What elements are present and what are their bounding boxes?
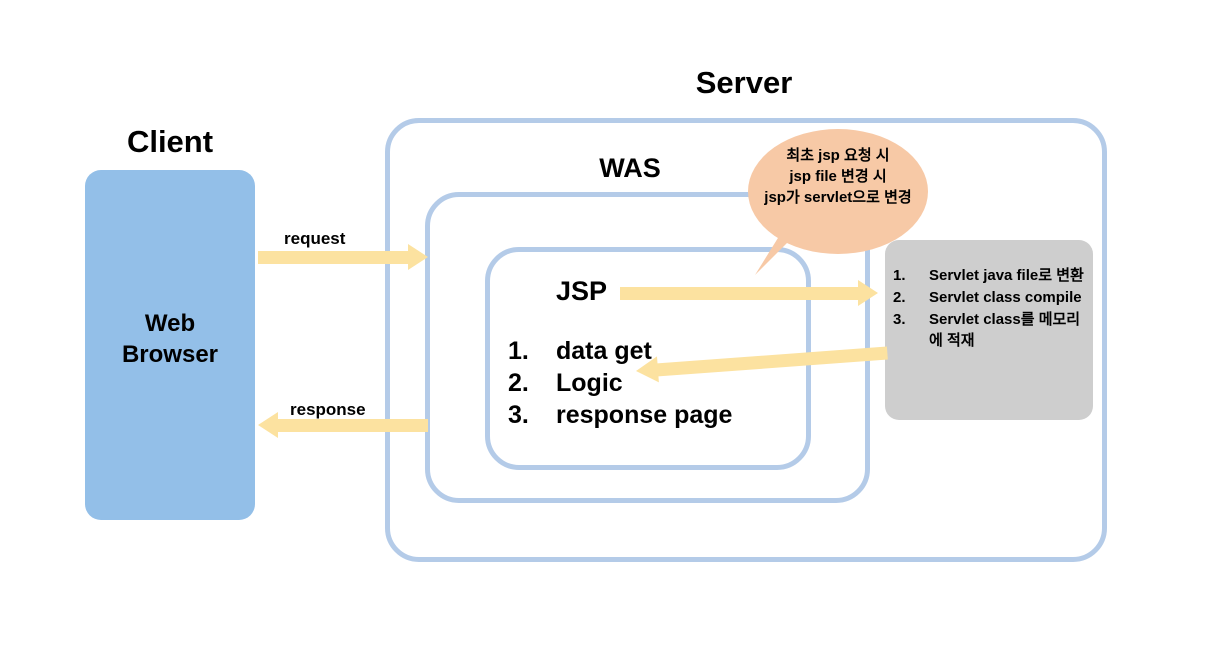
request-arrow-label: request [284,229,346,248]
jsp-step-number: 2. [508,369,529,397]
request-arrow-head-icon [408,244,428,270]
servlet-step-number: 2. [893,289,906,306]
list-item: 1. data get [508,336,798,367]
jsp-step-list: 1. data get 2. Logic 3. response page [508,336,798,432]
response-arrow-label: response [290,400,366,419]
was-title: WAS [599,153,661,183]
servlet-step-text: Servlet class compile [929,289,1082,306]
servlet-to-jsp-arrow-head-icon [635,356,659,384]
jsp-to-servlet-arrow-shaft [620,287,860,300]
jsp-step-number: 3. [508,401,529,429]
jsp-step-text: response page [556,401,733,429]
jsp-to-servlet-arrow-head-icon [858,280,878,306]
list-item: 3. response page [508,400,798,431]
jsp-step-number: 1. [508,337,529,365]
response-arrow-head-icon [258,412,278,438]
client-title: Client [126,124,214,159]
servlet-step-number: 1. [893,267,906,284]
response-arrow-shaft [278,419,428,432]
jsp-step-text: Logic [556,369,623,397]
servlet-step-number: 3. [893,311,906,328]
servlet-step-text: Servlet java file로 변환 [929,267,1084,284]
list-item: 1. Servlet java file로 변환 [893,265,1089,286]
servlet-step-list: 1. Servlet java file로 변환 2. Servlet clas… [893,265,1089,352]
jsp-step-text: data get [556,337,652,365]
list-item: 2. Servlet class compile [893,287,1089,308]
request-arrow-shaft [258,251,410,264]
list-item: 2. Logic [508,368,798,399]
server-title: Server [695,65,793,100]
servlet-step-text: Servlet class를 메모리에 적재 [929,311,1081,349]
servlet-process-box: 1. Servlet java file로 변환 2. Servlet clas… [885,240,1093,420]
list-item: 3. Servlet class를 메모리에 적재 [893,309,1089,351]
jsp-label: JSP [556,276,608,306]
server-boundary-box [385,118,1107,562]
